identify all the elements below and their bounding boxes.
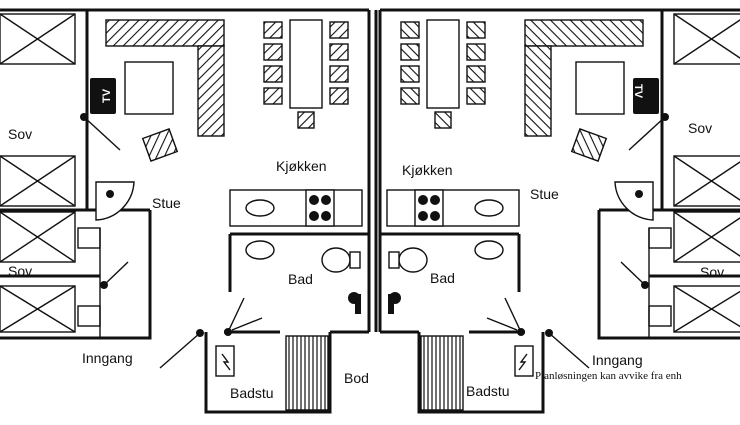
label-sov-4: Sov bbox=[700, 264, 724, 280]
tv-icon-right: TV bbox=[632, 84, 644, 99]
label-kjokken-left: Kjøkken bbox=[276, 158, 327, 174]
left-unit bbox=[0, 8, 371, 414]
label-badstu-right: Badstu bbox=[466, 383, 510, 399]
label-inngang-left: Inngang bbox=[82, 350, 133, 366]
label-sov-1: Sov bbox=[8, 126, 32, 142]
label-bad-left: Bad bbox=[288, 271, 313, 287]
label-stue-left: Stue bbox=[152, 195, 181, 211]
label-bod: Bod bbox=[344, 370, 369, 386]
label-stue-right: Stue bbox=[530, 186, 559, 202]
label-badstu-left: Badstu bbox=[230, 385, 274, 401]
label-kjokken-right: Kjøkken bbox=[402, 162, 453, 178]
label-bad-right: Bad bbox=[430, 270, 455, 286]
floorplan-disclaimer: Planløsningen kan avvike fra enh bbox=[535, 370, 682, 382]
label-sov-3: Sov bbox=[688, 120, 712, 136]
label-inngang-right: Inngang bbox=[592, 352, 643, 368]
right-unit bbox=[378, 8, 740, 414]
label-sov-2: Sov bbox=[8, 263, 32, 279]
tv-icon-left: TV bbox=[101, 88, 113, 103]
